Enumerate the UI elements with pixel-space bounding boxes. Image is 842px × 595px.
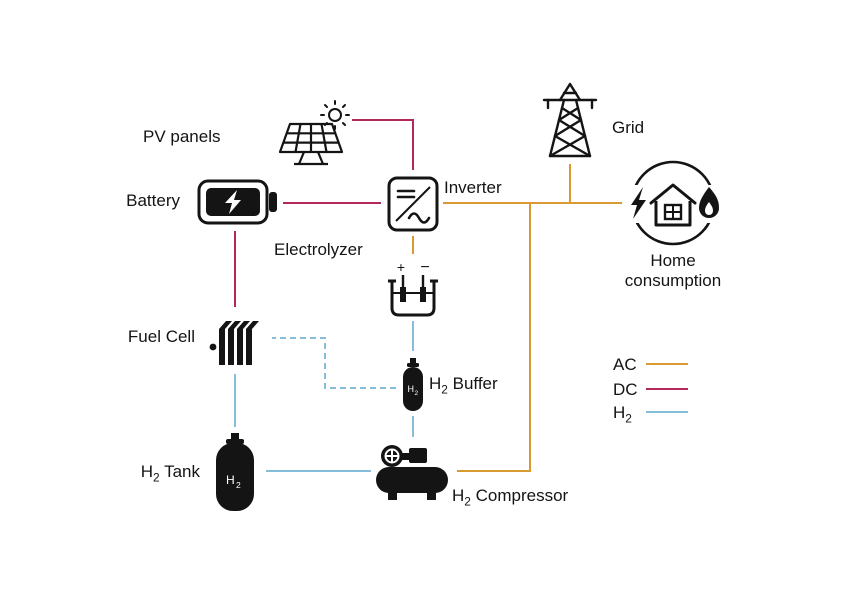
- sun-icon: [320, 100, 350, 130]
- arrow-pv-to-inverter: [352, 119, 414, 170]
- legend-ac-label: AC: [613, 355, 637, 374]
- grid-label: Grid: [612, 118, 645, 137]
- h2-buffer-label: H2 Buffer: [429, 374, 498, 397]
- house-icon: [649, 183, 697, 227]
- battery-label: Battery: [126, 191, 180, 210]
- inverter-icon: [387, 176, 439, 232]
- battery-icon: [197, 179, 279, 225]
- buffer-h2-label-base: H: [408, 384, 415, 394]
- pv-panels-label: PV panels: [143, 127, 221, 146]
- solar-panel: [278, 122, 344, 166]
- electrolyzer-label: Electrolyzer: [274, 240, 363, 259]
- lightning-bolt-icon: [631, 187, 646, 219]
- h2-tank-icon: H 2: [211, 431, 259, 513]
- home-consumption-label: Home consumption: [624, 251, 722, 291]
- tank-h2-label-sub: 2: [236, 480, 241, 490]
- h2-buffer-icon: H 2: [400, 357, 426, 413]
- lightning-icon: [225, 190, 241, 214]
- inverter-label: Inverter: [444, 178, 502, 197]
- arrow-inverter-to-compressor: [457, 203, 531, 472]
- fuel-cell-icon: [207, 311, 263, 367]
- arrow-buffer-to-fuelcell: [272, 337, 396, 389]
- minus-terminal: −: [420, 260, 429, 276]
- tank-h2-label-base: H: [226, 473, 235, 487]
- grid-tower-icon: [538, 80, 602, 158]
- fuel-cell-label: Fuel Cell: [127, 327, 195, 346]
- electrolyzer-icon: + −: [385, 260, 441, 318]
- h2-compressor-label: H2 Compressor: [452, 486, 569, 509]
- plus-terminal: +: [397, 260, 405, 275]
- legend-dc-label: DC: [613, 380, 638, 399]
- h2-compressor-icon: [375, 443, 449, 501]
- home-consumption-icon: [627, 157, 719, 249]
- pv-panels-icon: [272, 100, 352, 170]
- legend-h2-label: H2: [613, 403, 632, 426]
- h2-tank-label: H2 Tank: [140, 462, 200, 485]
- buffer-h2-label-sub: 2: [415, 390, 419, 397]
